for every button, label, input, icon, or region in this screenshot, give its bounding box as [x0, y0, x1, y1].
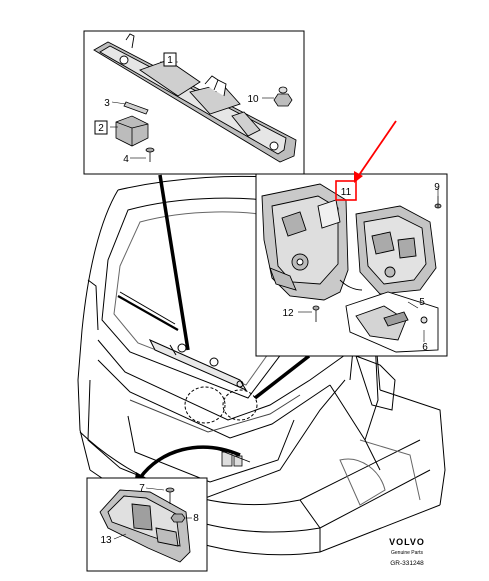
callout-4: 4: [123, 154, 129, 165]
part-11-lock-motor: [261, 183, 349, 301]
part-13-striker-bracket: [99, 489, 191, 563]
callout-lines-bottom: [113, 487, 192, 540]
highlight-arrowhead-11: [354, 171, 363, 183]
part-5-6-cover: [345, 291, 439, 353]
callout-7: 7: [139, 483, 145, 494]
part-3-pin: [123, 101, 149, 115]
part-2-bracket: [115, 115, 149, 147]
part-9-lock-mechanism: [339, 205, 437, 295]
callout-10: 10: [247, 94, 259, 105]
leader-lines: [138, 174, 311, 480]
callout-11: 11: [341, 187, 352, 198]
callout-8: 8: [193, 513, 199, 524]
part-7-screw: [165, 487, 175, 504]
part-8-nut: [170, 513, 186, 523]
part-10-nut: [273, 86, 293, 107]
dashed-location-circle-right: [222, 389, 258, 421]
volvo-logo: VOLVO: [389, 537, 425, 547]
callout-12: 12: [282, 308, 294, 319]
callout-5: 5: [419, 297, 425, 308]
highlight-arrow-11: [356, 120, 397, 179]
callout-2-box: [94, 120, 108, 135]
tailgate-handle-mini: [148, 338, 248, 392]
highlight-box-11: [335, 180, 357, 201]
callout-3: 3: [104, 98, 110, 109]
handle-assembly-part: [93, 33, 297, 163]
dashed-location-circle-left: [184, 386, 226, 424]
genuine-parts-label: Genuine Parts: [391, 550, 423, 556]
figure-id: GR-331248: [390, 560, 424, 567]
callout-13: 13: [100, 535, 112, 546]
callout-9: 9: [434, 182, 440, 193]
callout-lines-right: [298, 188, 439, 342]
volvo-brand-block: VOLVO Genuine Parts GR-331248: [389, 537, 425, 567]
part-4-screw: [145, 147, 155, 162]
part-9-screw: [434, 196, 442, 209]
callout-1-box: [163, 52, 177, 67]
callout-2: 2: [98, 123, 104, 134]
callout-1: 1: [167, 55, 173, 66]
callout-6: 6: [422, 342, 428, 353]
part-12-screw: [312, 305, 320, 322]
